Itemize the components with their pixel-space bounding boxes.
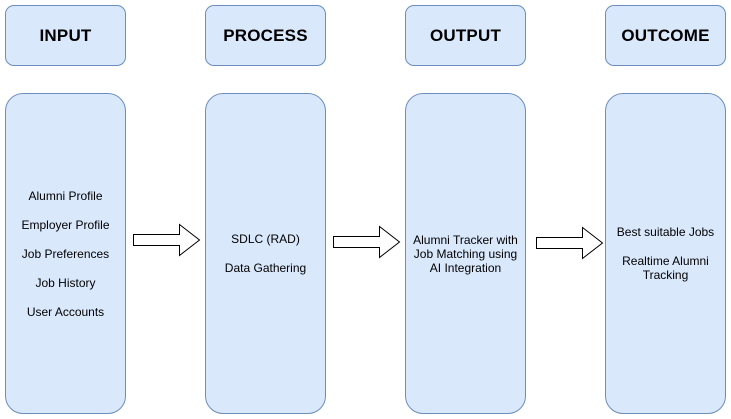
outcome-item-realtime-line-1: Realtime Alumni bbox=[622, 254, 709, 268]
process-box: SDLC (RAD) Data Gathering bbox=[205, 93, 326, 414]
input-item-job-preferences: Job Preferences bbox=[21, 246, 110, 261]
outcome-item-realtime-tracking: Realtime Alumni Tracking bbox=[622, 254, 709, 282]
output-header: OUTPUT bbox=[405, 5, 526, 66]
input-header: INPUT bbox=[5, 5, 126, 66]
process-header: PROCESS bbox=[205, 5, 326, 66]
outcome-items: Best suitable Jobs Realtime Alumni Track… bbox=[617, 225, 714, 282]
output-line-2: Job Matching using bbox=[413, 246, 518, 261]
outcome-box: Best suitable Jobs Realtime Alumni Track… bbox=[605, 93, 726, 414]
process-item-sdlc: SDLC (RAD) bbox=[231, 232, 300, 246]
outcome-header: OUTCOME bbox=[605, 5, 726, 66]
outcome-header-label: OUTCOME bbox=[621, 25, 710, 45]
output-text: Alumni Tracker with Job Matching using A… bbox=[413, 233, 518, 275]
output-line-3: AI Integration bbox=[429, 260, 502, 275]
arrow-process-to-output-icon bbox=[333, 225, 401, 259]
process-items: SDLC (RAD) Data Gathering bbox=[225, 232, 306, 275]
input-item-user-accounts: User Accounts bbox=[26, 304, 105, 319]
output-line-1: Alumni Tracker with bbox=[413, 232, 518, 247]
outcome-item-realtime-line-2: Tracking bbox=[642, 268, 689, 282]
arrow-output-to-outcome-icon bbox=[536, 226, 604, 260]
input-item-employer-profile: Employer Profile bbox=[21, 217, 110, 232]
input-header-label: INPUT bbox=[39, 25, 92, 45]
input-box: Alumni Profile Employer Profile Job Pref… bbox=[5, 93, 126, 414]
arrow-input-to-process-icon bbox=[133, 223, 201, 257]
process-header-label: PROCESS bbox=[223, 25, 308, 45]
outcome-item-best-jobs: Best suitable Jobs bbox=[616, 225, 715, 239]
output-box: Alumni Tracker with Job Matching using A… bbox=[405, 93, 526, 414]
output-header-label: OUTPUT bbox=[429, 25, 502, 45]
input-items: Alumni Profile Employer Profile Job Pref… bbox=[21, 189, 109, 319]
input-item-alumni-profile: Alumni Profile bbox=[28, 188, 103, 203]
process-item-data-gathering: Data Gathering bbox=[224, 261, 307, 275]
input-item-job-history: Job History bbox=[35, 275, 96, 290]
